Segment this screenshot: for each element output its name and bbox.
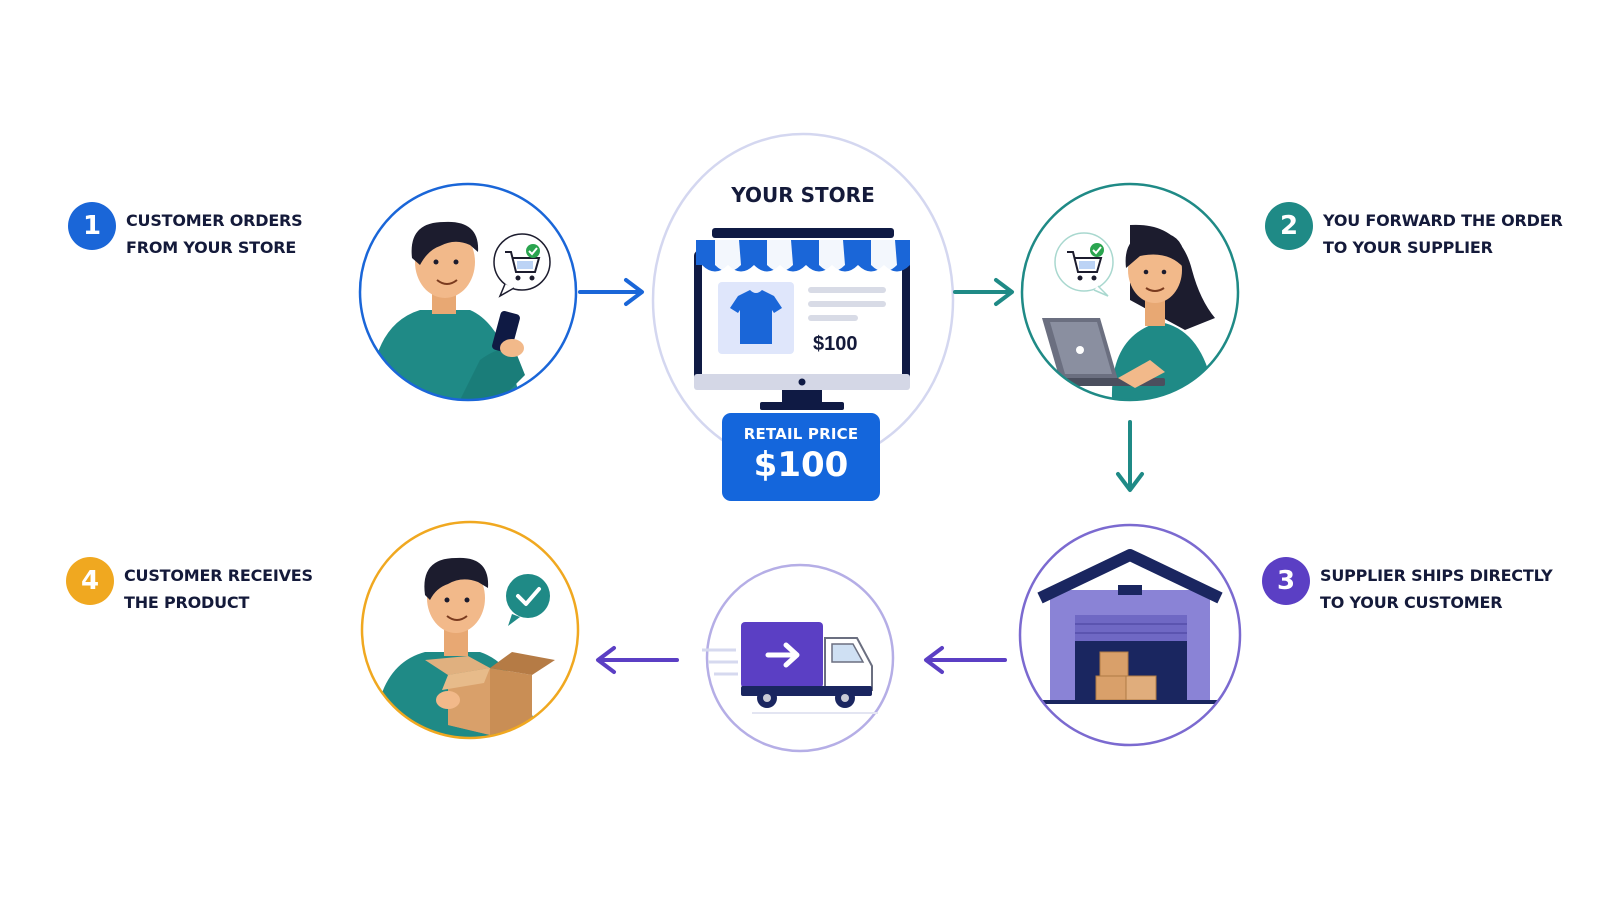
step-line: THE PRODUCT [124,593,250,612]
retail-price-box: RETAIL PRICE $100 [722,413,880,501]
step-number-badge: 2 [1265,202,1313,250]
customer-receiving-scene [360,520,580,740]
arrow-right-icon [578,278,644,306]
check-icon [1090,243,1104,257]
step-description: YOU FORWARD THE ORDER TO YOUR SUPPLIER [1323,207,1563,261]
step-number-badge: 3 [1262,557,1310,605]
arrow-left-icon [596,646,679,674]
shipping-truck-scene [702,563,895,753]
step-2-label: 2 YOU FORWARD THE ORDER TO YOUR SUPPLIER [1265,202,1563,261]
retail-price-label: RETAIL PRICE [743,425,859,443]
step-line: TO YOUR SUPPLIER [1323,238,1493,257]
check-icon [526,244,540,258]
step-line: YOU FORWARD THE ORDER [1323,211,1563,230]
step-1-label: 1 CUSTOMER ORDERS FROM YOUR STORE [68,202,303,261]
store-title: YOUR STORE [731,183,875,207]
step-number-badge: 4 [66,557,114,605]
check-icon [506,574,550,626]
arrow-right-icon [953,278,1014,306]
step-line: FROM YOUR STORE [126,238,297,257]
package-icon [425,652,555,735]
warehouse-icon [1030,549,1230,704]
retail-price-value: $100 [753,445,849,485]
step-line: SUPPLIER SHIPS DIRECTLY [1320,566,1553,585]
step-line: TO YOUR CUSTOMER [1320,593,1503,612]
customer-ordering-scene [358,182,578,402]
step-description: CUSTOMER RECEIVES THE PRODUCT [124,562,313,616]
step-line: CUSTOMER RECEIVES [124,566,313,585]
step-4-label: 4 CUSTOMER RECEIVES THE PRODUCT [66,557,313,616]
step-3-label: 3 SUPPLIER SHIPS DIRECTLY TO YOUR CUSTOM… [1262,557,1553,616]
package-icon [1095,651,1157,701]
step-number-badge: 1 [68,202,116,250]
arrow-down-icon [1116,420,1144,492]
step-description: CUSTOMER ORDERS FROM YOUR STORE [126,207,303,261]
item-price: $100 [813,333,858,355]
arrow-left-icon [924,646,1007,674]
truck-icon [702,622,878,714]
storefront-icon [694,228,910,410]
merchant-forwarding-scene [1020,182,1240,402]
step-description: SUPPLIER SHIPS DIRECTLY TO YOUR CUSTOMER [1320,562,1553,616]
step-line: CUSTOMER ORDERS [126,211,303,230]
supplier-warehouse-scene [1018,523,1242,747]
